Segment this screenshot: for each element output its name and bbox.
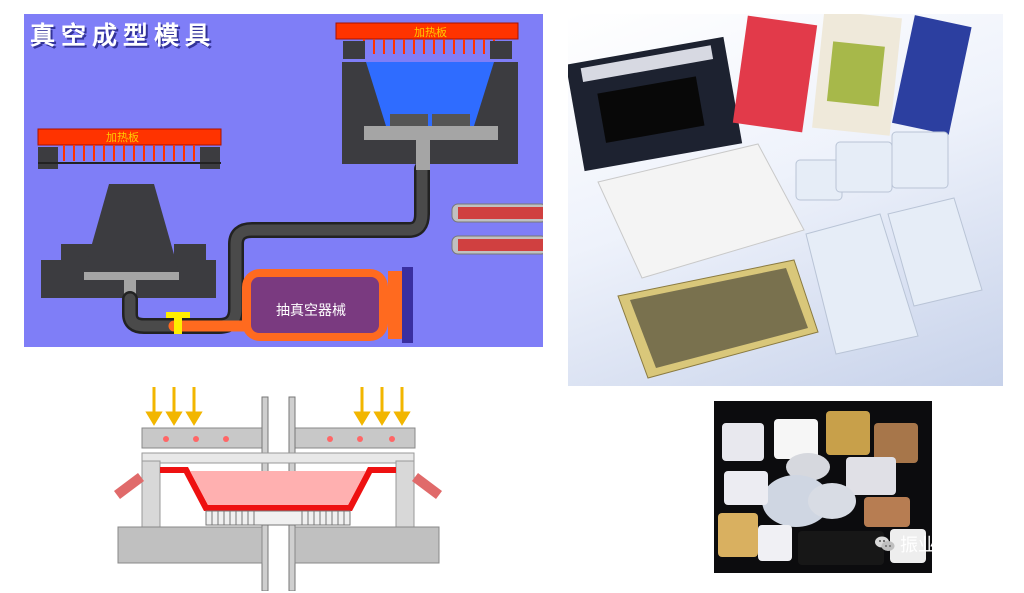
- right-mould: [342, 62, 518, 170]
- watermark: 振业注塑汇: [874, 531, 990, 557]
- right-heater-plate: 加热板: [335, 22, 519, 59]
- timing-light-package: [568, 36, 743, 172]
- right-heater-label: 加热板: [414, 25, 447, 39]
- t-connector: [166, 312, 190, 334]
- food-containers-illustration: [718, 411, 926, 565]
- diagram-title: 真空成型模具: [30, 21, 217, 50]
- wechat-icon: [875, 536, 895, 551]
- left-heater-label: 加热板: [106, 130, 139, 144]
- left-heater-plate: 加热板: [37, 128, 222, 169]
- white-tray: [597, 143, 805, 279]
- clear-clamshells: [795, 131, 983, 355]
- watermark-text: 振业注塑汇: [900, 535, 990, 556]
- pressure-arrows: [145, 387, 411, 426]
- retail-cards: [732, 14, 972, 136]
- side-label-bars: [451, 203, 543, 255]
- component-tray: [617, 259, 819, 379]
- diagram-drawing: 加热板 抽真空器械: [37, 22, 543, 343]
- cross-section-drawing: [114, 387, 442, 591]
- product-photo-food-containers: [714, 401, 932, 573]
- vacuum-label: 抽真空器械: [276, 303, 346, 319]
- left-mould: [41, 184, 216, 308]
- vacuum-forming-diagram: 真空成型模具 加热板: [24, 14, 543, 347]
- blister-packs-illustration: [568, 14, 983, 379]
- product-photo-blister-packs: [568, 14, 1003, 386]
- vacuum-device: 抽真空器械: [242, 267, 413, 343]
- forming-cross-section: [108, 383, 448, 591]
